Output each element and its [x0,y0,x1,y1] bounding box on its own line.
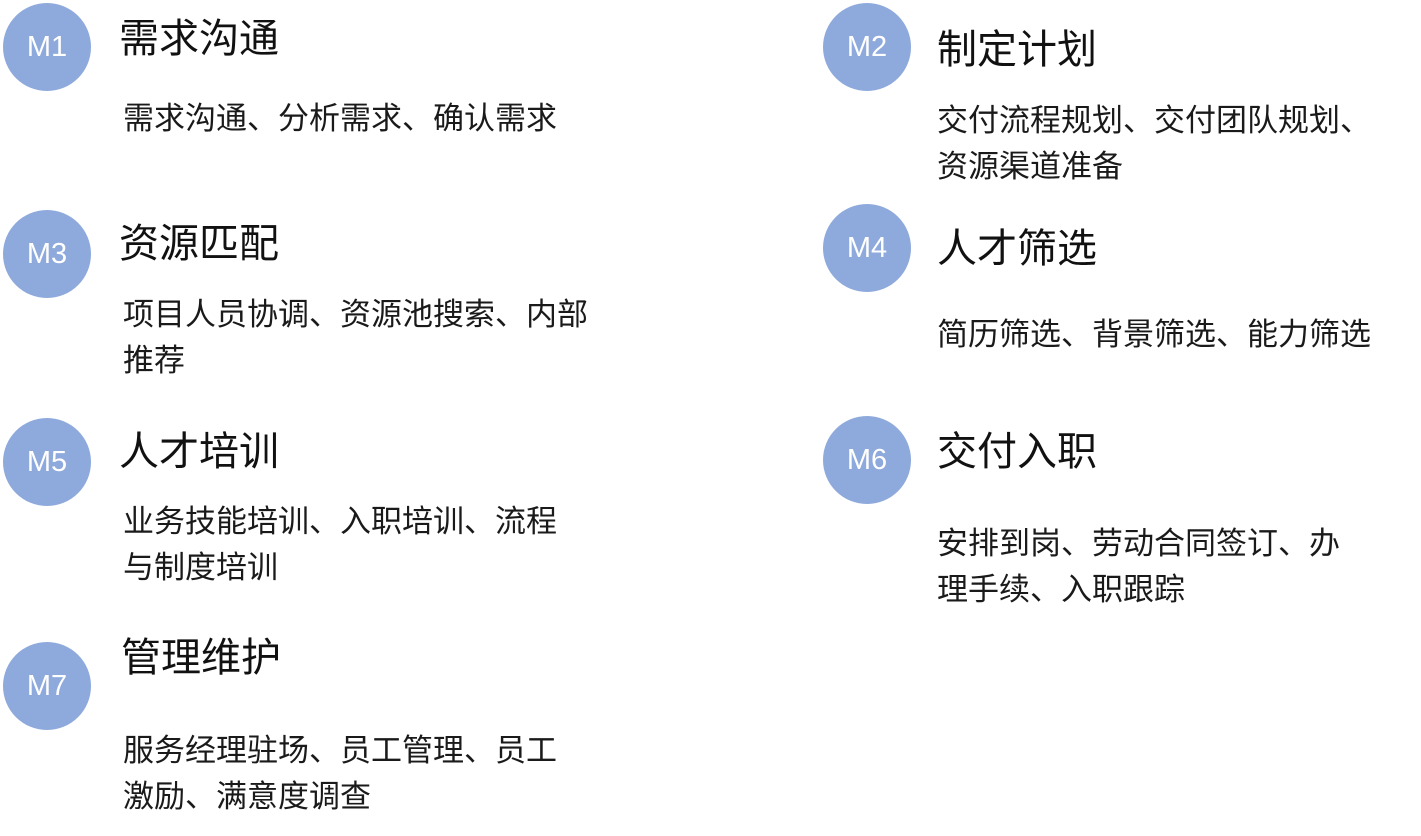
step-title-m2: 制定计划 [937,27,1097,73]
step-desc-line: 项目人员协调、资源池搜索、内部 [123,297,588,333]
step-desc-m6: 安排到岗、劳动合同签订、办 理手续、入职跟踪 [937,521,1417,613]
step-desc-line: 交付流程规划、交付团队规划、 [937,103,1371,139]
step-desc-m5: 业务技能培训、入职培训、流程 与制度培训 [123,499,643,591]
step-desc-m2: 交付流程规划、交付团队规划、 资源渠道准备 [937,98,1417,190]
step-desc-line: 业务技能培训、入职培训、流程 [123,504,557,540]
step-badge-m6: M6 [823,416,911,504]
step-badge-m3: M3 [3,210,91,298]
step-desc-line: 与制度培训 [123,550,278,586]
step-title-m6: 交付入职 [937,429,1097,475]
step-desc-line: 资源渠道准备 [937,149,1123,185]
step-title-m3: 资源匹配 [119,221,279,267]
step-desc-line: 推荐 [123,343,185,379]
step-desc-line: 简历筛选、背景筛选、能力筛选 [937,317,1371,353]
step-badge-m2: M2 [823,3,911,91]
step-desc-line: 理手续、入职跟踪 [937,572,1185,608]
step-title-m5: 人才培训 [119,429,279,475]
step-desc-m7: 服务经理驻场、员工管理、员工 激励、满意度调查 [123,728,643,820]
step-desc-line: 需求沟通、分析需求、确认需求 [123,101,557,137]
step-desc-line: 激励、满意度调查 [123,779,371,815]
step-desc-line: 服务经理驻场、员工管理、员工 [123,733,557,769]
step-title-m4: 人才筛选 [937,226,1097,272]
step-desc-line: 安排到岗、劳动合同签订、办 [937,526,1340,562]
step-badge-m7: M7 [3,642,91,730]
step-desc-m4: 简历筛选、背景筛选、能力筛选 [937,312,1417,358]
step-badge-m4: M4 [823,204,911,292]
step-badge-m1: M1 [3,3,91,91]
step-desc-m1: 需求沟通、分析需求、确认需求 [123,96,643,142]
step-badge-m5: M5 [3,418,91,506]
step-desc-m3: 项目人员协调、资源池搜索、内部 推荐 [123,292,663,384]
step-title-m1: 需求沟通 [119,16,279,62]
step-title-m7: 管理维护 [121,635,281,681]
